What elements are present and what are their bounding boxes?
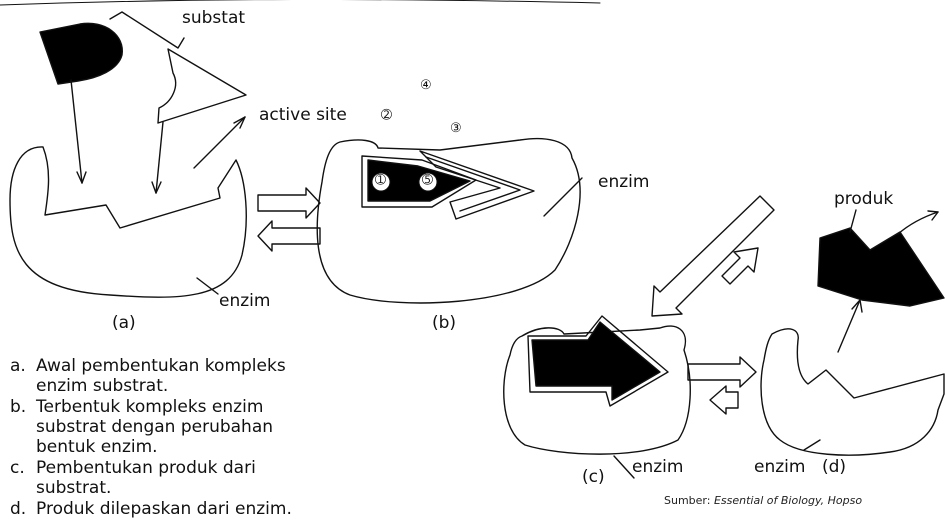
step-d: d. Produk dilepaskan dari enzim. [10,499,310,519]
label-enzim-d: enzim [754,457,805,477]
product-released [818,228,944,306]
step-b: b. Terbentuk kompleks enzim substrat den… [10,397,310,457]
step-c: c. Pembentukan produk dari substrat. [10,458,310,498]
step-a-text: Awal pembentukan kompleks enzim substrat… [36,356,310,396]
marker-5: ➄ [422,173,433,188]
step-c-text: Pembentukan produk dari substrat. [36,458,310,498]
arrow-left-ab [258,221,320,251]
arrow-left-cd [710,386,738,414]
marker-2: ➁ [381,108,392,123]
step-b-text: Terbentuk kompleks enzim substrat dengan… [36,397,310,457]
arrow-to-product [838,300,860,352]
arrow-out-right [898,212,938,234]
label-active-site: active site [259,105,347,125]
substrate-wedge-a [158,49,246,123]
enzyme-b [317,139,580,303]
arrow-diagonal-long [652,196,774,316]
caption-d: (d) [822,457,846,477]
step-a-letter: a. [10,356,36,396]
caption-a: (a) [112,313,136,333]
top-edge-curve [0,0,600,5]
arrow-down-2 [156,122,163,193]
marker-3: ③ [450,121,462,136]
caption-c: (c) [582,467,605,487]
label-enzim-b: enzim [598,172,649,192]
produk-leader [850,210,856,232]
steps-list: a. Awal pembentukan kompleks enzim subst… [10,356,310,520]
source-prefix: Sumber: [664,494,714,507]
arrow-diagonal-short [722,248,758,284]
substrate-black-a [40,23,122,84]
arrow-down-1 [71,80,82,183]
enzim-d-leader [804,440,820,450]
enzim-b-leader [544,178,582,216]
arrow-right-ab [258,188,320,218]
caption-b: (b) [432,313,456,333]
step-b-letter: b. [10,397,36,457]
marker-1: ➀ [375,173,386,188]
arrow-right-cd [688,357,756,387]
step-a: a. Awal pembentukan kompleks enzim subst… [10,356,310,396]
label-enzim-a: enzim [219,291,270,311]
enzyme-a [10,147,246,297]
step-d-text: Produk dilepaskan dari enzim. [36,499,310,519]
marker-4: ④ [420,78,432,93]
step-c-letter: c. [10,458,36,498]
arrow-up-active [194,117,245,168]
source-credit: Sumber: Essential of Biology, Hopso [664,494,862,507]
enzim-c-leader [614,456,634,478]
source-title: Essential of Biology, Hopso [714,494,862,507]
label-produk: produk [834,189,893,209]
step-d-letter: d. [10,499,36,519]
label-enzim-c: enzim [632,457,683,477]
label-substrat: substat [182,8,245,28]
enzyme-d [761,329,944,455]
